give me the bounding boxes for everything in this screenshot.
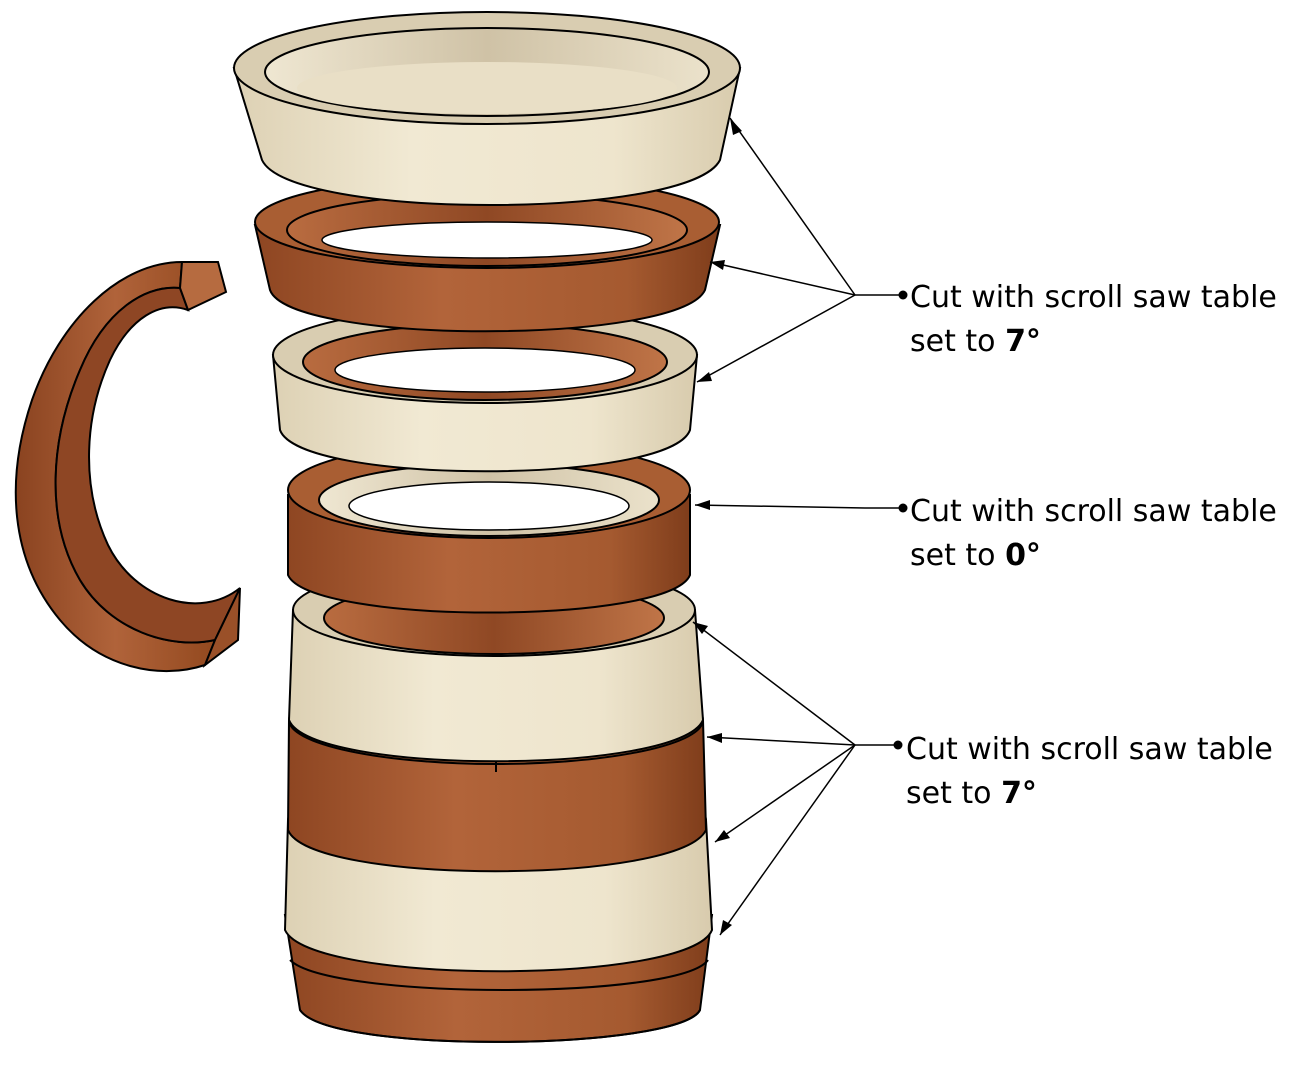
callout-line-2: set to 7° <box>910 320 1277 364</box>
handle-bottom-face <box>202 587 241 668</box>
arrowhead <box>730 118 742 135</box>
leader-lines-top <box>696 117 903 383</box>
arrowhead <box>715 830 730 842</box>
callout-label-middle: Cut with scroll saw table set to 0° <box>910 490 1277 578</box>
handle-top-face <box>178 261 228 312</box>
callout-line-1: Cut with scroll saw table <box>906 732 1273 767</box>
arrowhead <box>710 260 725 270</box>
arrowhead <box>720 920 732 935</box>
set-to-text: set to <box>910 324 996 359</box>
angle-value: 0° <box>1005 538 1041 573</box>
set-to-text: set to <box>910 538 996 573</box>
callout-line-1: Cut with scroll saw table <box>910 494 1277 529</box>
callout-line-1: Cut with scroll saw table <box>910 280 1277 315</box>
label-dot <box>893 740 903 750</box>
angle-value: 7° <box>1001 776 1037 811</box>
arrowhead <box>697 372 712 382</box>
ring-1-maple-rim <box>232 11 742 206</box>
angle-value: 7° <box>1005 324 1041 359</box>
callout-label-top: Cut with scroll saw table set to 7° <box>910 276 1277 364</box>
label-dot <box>898 290 908 300</box>
callout-label-bottom: Cut with scroll saw table set to 7° <box>906 728 1273 816</box>
set-to-text: set to <box>906 776 992 811</box>
callout-line-2: set to 0° <box>910 534 1277 578</box>
ring-3-maple <box>271 306 699 473</box>
arrowhead <box>693 622 708 634</box>
arrowhead <box>695 500 710 510</box>
leader-lines-bottom <box>692 621 898 936</box>
label-dot <box>898 503 908 513</box>
arrowhead <box>707 733 722 743</box>
leader-lines-middle <box>694 504 903 509</box>
callout-line-2: set to 7° <box>906 772 1273 816</box>
mug-handle <box>14 260 241 673</box>
